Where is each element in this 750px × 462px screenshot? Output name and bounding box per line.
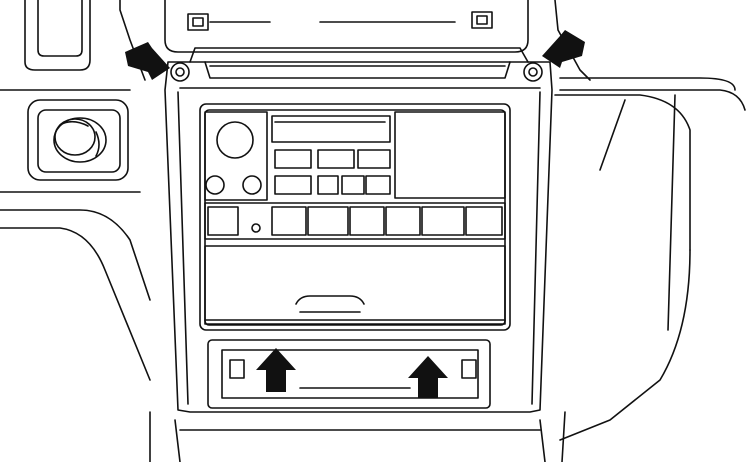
small-knob-left [205,175,225,195]
mounting-screw-left [170,62,190,82]
display-window [271,115,391,143]
arrow-bottom-left-icon [256,348,296,392]
preset-power-button [207,206,239,236]
storage-pocket [204,245,506,325]
upper-left-switch [24,0,91,71]
radio-bezel-frame [164,47,553,413]
upper-vent-panel [164,0,529,53]
button-row-1 [274,149,391,169]
arrow-top-left-icon [125,42,170,80]
lighter-assembly [27,99,129,181]
lower-tray [207,339,491,409]
lower-console [149,411,566,462]
volume-knob [216,121,254,159]
button-row-2 [274,175,391,195]
cassette-door [394,111,506,199]
arrow-bottom-right-icon [408,356,448,398]
preset-buttons [271,206,503,236]
mounting-screw-right [523,62,543,82]
radio-unit [199,103,511,331]
arrow-top-right-icon [542,30,585,68]
small-knob-right [242,175,262,195]
